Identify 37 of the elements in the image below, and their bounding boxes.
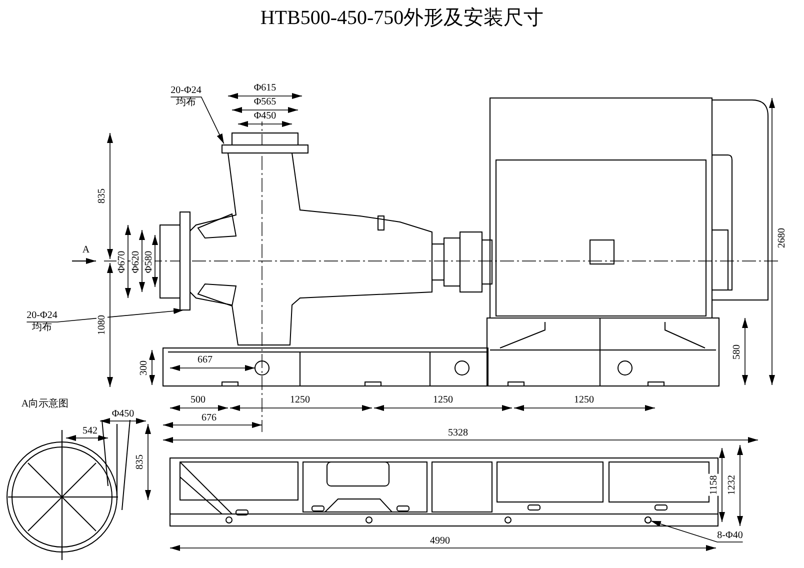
dimension-text: Φ450 (252, 110, 278, 122)
note-text: 均布 (175, 97, 197, 109)
dimension-text: 4990 (429, 536, 451, 546)
bolt-hole (644, 516, 652, 524)
dimension-text: 1250 (573, 394, 595, 406)
dimension-text: Φ450 (110, 408, 136, 420)
view-title: A向示意图 (20, 398, 70, 410)
dimension-text: 1080 (96, 314, 108, 336)
dimension-text: 676 (200, 412, 218, 424)
leader-line (26, 308, 184, 322)
drawing-title: HTB500-450-750外形及安装尺寸 (259, 6, 545, 30)
dimension-text: 667 (196, 354, 214, 366)
dimension-text: 5328 (447, 428, 469, 438)
dimension-text: 835 (134, 454, 146, 470)
dimension-text: 580 (732, 344, 742, 360)
dimension-text: Φ670 (116, 250, 128, 274)
dimension-text: Φ615 (252, 82, 278, 94)
dimension-text: 1250 (289, 394, 311, 406)
leader-line (170, 96, 224, 144)
hole-spec-text: 20-Φ24 (26, 310, 58, 322)
dimension-text: 2680 (776, 227, 788, 249)
dimension-text: 542 (82, 426, 98, 436)
dimension-text: 835 (96, 188, 108, 204)
dimension-text: 1232 (726, 474, 738, 496)
leader-line (650, 520, 744, 542)
note-text: 均布 (31, 322, 53, 334)
hole-spec-text: 8-Φ40 (717, 530, 743, 542)
dimension-text: 1158 (708, 474, 720, 496)
dimension-text: 1250 (432, 394, 454, 406)
dimension-text: 500 (190, 394, 206, 406)
flange-drawing (180, 212, 190, 310)
view-direction-letter: A (81, 244, 91, 256)
dimension-text: Φ565 (252, 96, 278, 108)
dimension-text: 300 (138, 360, 150, 376)
dimension-text: Φ580 (144, 250, 154, 274)
dimension-text: Φ620 (130, 250, 142, 274)
hole-spec-text: 20-Φ24 (170, 85, 202, 97)
